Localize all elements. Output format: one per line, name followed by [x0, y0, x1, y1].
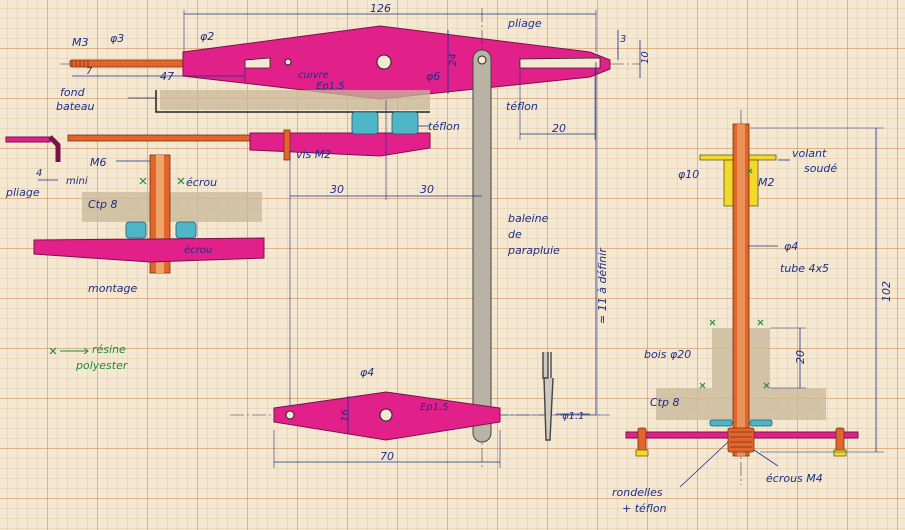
label-rondelles: rondelles+ téflon [612, 486, 667, 515]
resin-legend [49, 347, 89, 355]
dim-47: 47 [160, 70, 174, 83]
label-cuivre: cuivre [298, 70, 329, 81]
ctp-board-left [82, 192, 262, 222]
dim-16: 16 [340, 409, 351, 422]
dim-24: 24 [448, 53, 459, 66]
dim-70: 70 [380, 450, 394, 463]
small-hole [284, 58, 292, 66]
dim-20-right: 20 [794, 350, 807, 364]
dim-30a: 30 [330, 183, 344, 196]
small-plate [230, 391, 600, 468]
shaft-assembly [625, 110, 884, 488]
label-teflon-mid: téflon [428, 120, 460, 133]
label-pliage-left: pliage [5, 186, 40, 199]
label-bois: bois φ20 [644, 348, 691, 361]
dim-7: 7 [86, 66, 93, 77]
pink-base [249, 132, 431, 157]
dim-4: 4 [36, 168, 42, 179]
nuts-m4 [727, 427, 755, 453]
label-ep15-bot: Ep1.5 [420, 402, 449, 413]
label-phi11: φ1.1 [562, 411, 585, 422]
teflon-left-2 [175, 221, 197, 239]
label-phi10: φ10 [678, 168, 699, 181]
label-phi4-right: φ4 [784, 240, 798, 253]
label-m6: M6 [90, 156, 107, 169]
dim-126: 126 [370, 2, 391, 15]
tool-sketch [542, 352, 590, 441]
label-phi2: φ2 [200, 30, 214, 43]
dim-20-top: 20 [552, 122, 566, 135]
label-ecrou-top: écrou [186, 176, 217, 189]
label-teflon-top: téflon [506, 100, 538, 113]
teflon-left-1 [125, 221, 147, 239]
teflon-block-1 [351, 111, 379, 135]
label-ctp8-left: Ctp 8 [88, 198, 117, 211]
label-vis-m2: vis M2 [296, 148, 331, 161]
label-tube: tube 4x5 [780, 262, 829, 275]
label-mini: mini [66, 176, 88, 187]
label-phi3: φ3 [110, 32, 124, 45]
label-pliage-top: pliage [507, 17, 542, 30]
label-ep15-top: Ep1.5 [316, 81, 345, 92]
dim-30b: 30 [420, 183, 434, 196]
bend-bar [5, 136, 51, 143]
tiller-plate [182, 25, 611, 100]
dim-3: 3 [620, 34, 626, 45]
dim-102: 102 [880, 281, 893, 302]
label-ecrou-bottom: écrou [184, 244, 212, 256]
mounting-detail [33, 154, 265, 274]
hull-wood [160, 90, 430, 110]
label-phi4-bot: φ4 [360, 366, 374, 379]
dim-10: 10 [640, 51, 651, 64]
screw-m2 [283, 129, 291, 161]
label-m2-right: M2 [758, 176, 775, 189]
label-m3: M3 [72, 36, 89, 49]
label-ecrous: écrous M4 [766, 472, 823, 485]
label-phi6: φ6 [426, 70, 440, 83]
bend-detail [5, 135, 61, 181]
rib-bar [472, 49, 492, 443]
teflon-block-2 [391, 111, 419, 135]
pink-base-left [33, 237, 265, 263]
label-montage: montage [88, 282, 137, 295]
center-hole [376, 54, 392, 70]
label-a-definir: ≃ 11 à définir [596, 247, 609, 324]
tiller-arm-top [60, 10, 641, 140]
hull-section [67, 90, 431, 161]
label-ctp8-right: Ctp 8 [650, 396, 679, 409]
